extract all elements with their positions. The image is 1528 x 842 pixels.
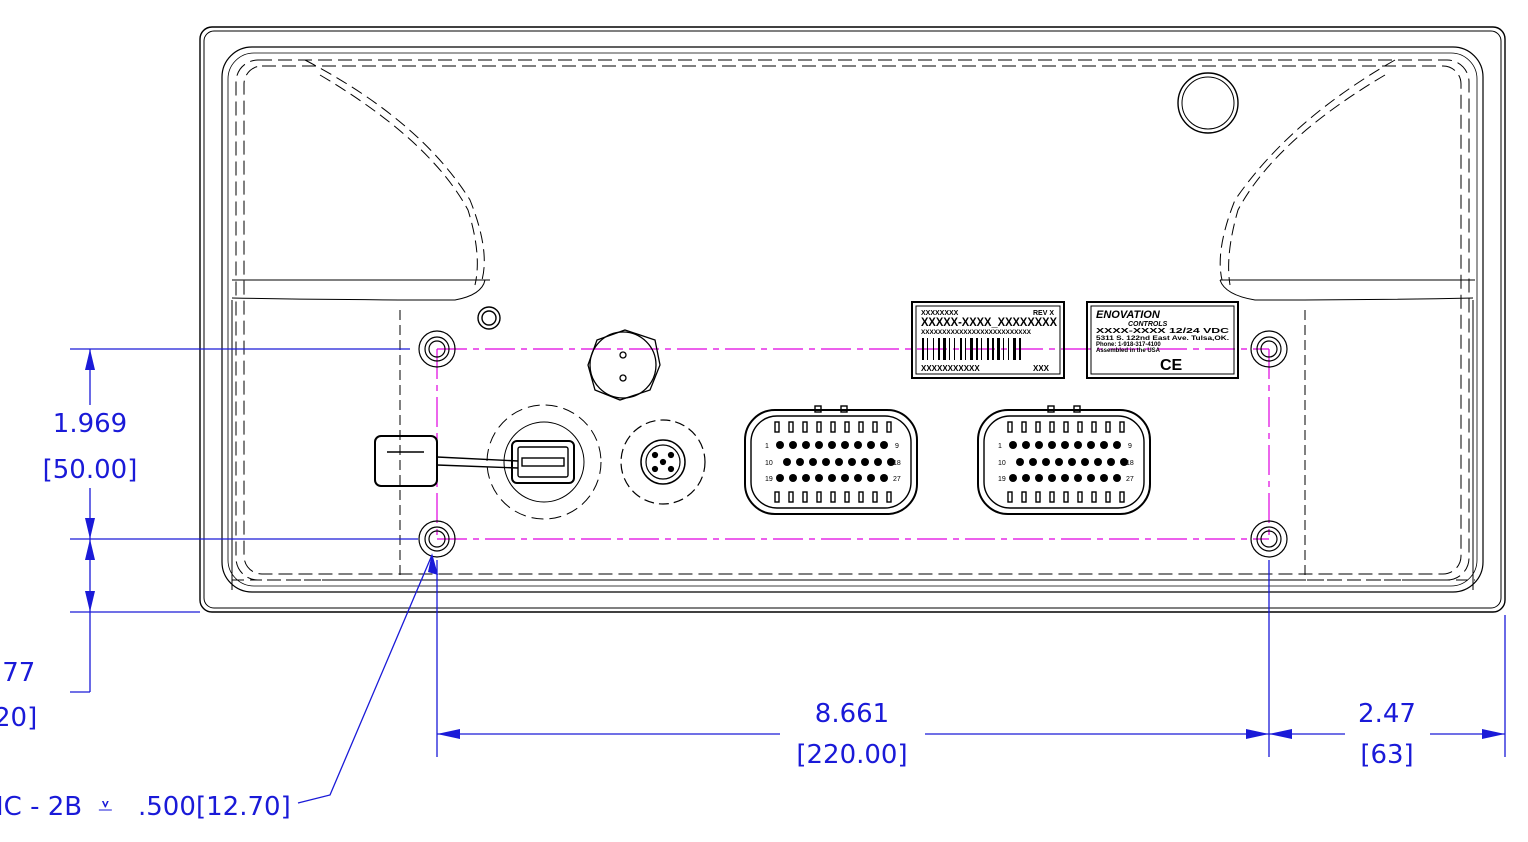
dimension-lines: [70, 348, 1506, 804]
barcode-bar: [976, 338, 978, 360]
mount-hole-top-right: [1250, 330, 1288, 368]
dim-horizontal-mm: [220.00]: [796, 740, 907, 770]
barcode-bar: [1008, 338, 1009, 360]
bezel-outline: [221, 46, 1484, 593]
serial-label-bottom-right: XXX: [1033, 364, 1050, 373]
barcode-bar: [965, 338, 966, 360]
serial-label-bottom-left: XXXXXXXXXXX: [921, 364, 980, 373]
pin-label: 9: [895, 443, 899, 450]
round-plug-icon: [587, 329, 661, 401]
centerlines: [436, 348, 1270, 540]
dim-vertical-inch: 1.969: [53, 409, 127, 439]
barcode-icon: [922, 338, 1021, 360]
pin-label: 18: [893, 460, 901, 467]
barcode-bar: [1013, 338, 1016, 360]
mount-hole-bottom-left: [418, 520, 456, 558]
dim-right-mm: [63]: [1360, 740, 1413, 770]
housing-inner: [203, 30, 1502, 609]
barcode-bar: [927, 338, 928, 360]
barcode-bar: [1019, 338, 1021, 360]
brand-line4: Assembled in the USA: [1096, 348, 1161, 354]
barcode-bar: [938, 338, 940, 360]
usb-cap: [374, 435, 438, 487]
pin-label: 19: [998, 476, 1006, 483]
barcode-bar: [997, 338, 1000, 360]
mount-hole-top-left: [418, 330, 456, 368]
brand-line2: 5311 S. 122nd East Ave. Tulsa,OK.: [1096, 336, 1229, 342]
barcode-bar: [981, 338, 982, 360]
barcode-bar: [970, 338, 973, 360]
barcode-bar: [943, 338, 946, 360]
barcode-bar: [960, 338, 962, 360]
dim-right-inch: 2.47: [1358, 699, 1416, 729]
barcode-bar: [987, 338, 989, 360]
serial-label-top-left: XXXXXXXX: [921, 310, 959, 317]
dim-bottom-inch: .77: [0, 658, 35, 688]
pin-label: 27: [1126, 476, 1134, 483]
dimension-arrows: [85, 349, 1505, 739]
mount-hole-bottom-right: [1250, 520, 1288, 558]
barcode-bar: [949, 338, 950, 360]
barcode-bar: [992, 338, 994, 360]
top-knob: [1177, 72, 1239, 134]
pin-label: 1: [998, 443, 1002, 450]
pin-label: 18: [1126, 460, 1134, 467]
dim-horizontal-inch: 8.661: [815, 699, 889, 729]
serial-label-small: XXXXXXXXXXXXXXXXXXXXXXXXXX: [921, 330, 1031, 336]
pin-label: 9: [1128, 443, 1132, 450]
barcode-bar: [954, 338, 955, 360]
serial-label: XXXXXXXX REV X XXXXX-XXXX_XXXXXXXX XXXXX…: [911, 301, 1065, 379]
pin-label: 1: [765, 443, 769, 450]
usb-port-icon: [511, 440, 575, 484]
housing-outer: [199, 26, 1506, 613]
dim-vertical-mm: [50.00]: [43, 455, 138, 485]
callout-depth: .500: [138, 792, 196, 822]
small-hole: [477, 306, 501, 330]
barcode-bar: [933, 338, 934, 360]
callout-depth-mm: [12.70]: [196, 792, 291, 822]
brand-label: ENOVATION CONTROLS XXXX-XXXX 12/24 VDC 5…: [1086, 301, 1239, 379]
pin-label: 27: [893, 476, 901, 483]
brand-name: ENOVATION: [1096, 309, 1161, 321]
brand-line1: XXXX-XXXX 12/24 VDC: [1096, 328, 1229, 335]
serial-label-top-right: REV X: [1033, 310, 1054, 317]
pin-label: 10: [998, 460, 1006, 467]
depth-symbol-icon: ⩡: [98, 792, 113, 822]
pin-label: 10: [765, 460, 773, 467]
ce-mark: CE: [1160, 357, 1183, 374]
pin-label: 19: [765, 476, 773, 483]
barcode-bar: [1003, 338, 1004, 360]
dim-bottom-mm: 20]: [0, 703, 37, 733]
callout-thread: IC - 2B: [0, 792, 82, 822]
serial-label-big: XXXXX-XXXX_XXXXXXXX: [921, 315, 1057, 329]
barcode-bar: [922, 338, 924, 360]
brand-sub: CONTROLS: [1128, 321, 1168, 328]
brand-line3: Phone: 1-918-317-4100: [1096, 342, 1161, 348]
m8-connector-icon: [620, 419, 706, 505]
